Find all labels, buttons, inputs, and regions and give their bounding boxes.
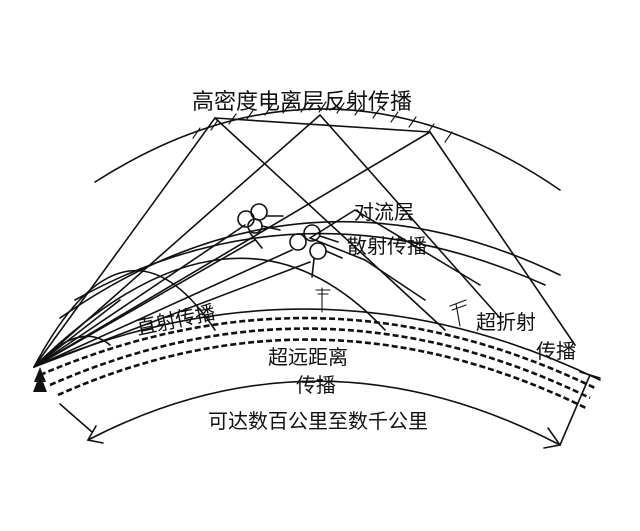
label-ground-line1: 超远距离	[268, 345, 348, 369]
range-arrow	[59, 371, 601, 449]
ionosphere-layer	[94, 101, 561, 191]
label-troposcatter-line1: 对流层	[354, 200, 414, 224]
label-range: 可达数百公里至数千公里	[208, 409, 428, 433]
label-troposcatter-line2: 散射传播	[347, 234, 427, 258]
troposphere-layer	[59, 220, 561, 319]
ionosphere-reflection-paths	[33, 113, 576, 368]
receiver-antenna-icon	[315, 287, 331, 313]
label-ground-line2: 传播	[296, 373, 336, 397]
label-direct: 直射传播	[134, 300, 217, 340]
receiver-antenna-icon-2	[449, 299, 467, 327]
scatter-cluster-left	[237, 203, 284, 249]
label-super-refraction-line2: 传播	[536, 339, 576, 363]
earth-surface	[33, 308, 601, 410]
direct-rays	[33, 224, 386, 368]
transmitter-antenna-icon	[33, 367, 47, 392]
label-super-refraction-line1: 超折射	[476, 310, 536, 334]
troposcatter-paths	[309, 209, 481, 301]
label-high-ionosphere: 高密度电离层反射传播	[192, 90, 412, 115]
scatter-cluster-right	[289, 224, 343, 278]
